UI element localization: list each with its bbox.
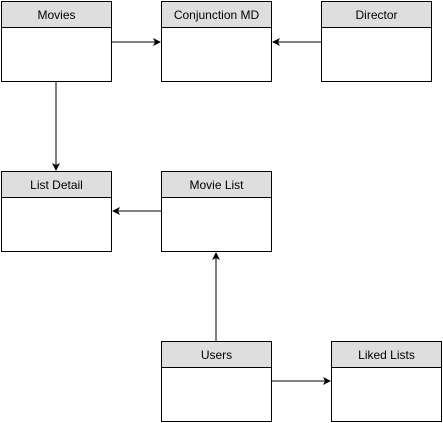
- entity-conjunction-md-body: [162, 28, 271, 81]
- entity-list-detail[interactable]: List Detail: [1, 171, 112, 252]
- entity-liked-lists-title: Liked Lists: [332, 342, 441, 368]
- entity-users[interactable]: Users: [161, 341, 272, 422]
- entity-movie-list-title: Movie List: [162, 172, 271, 198]
- entity-liked-lists-body: [332, 368, 441, 421]
- entity-liked-lists[interactable]: Liked Lists: [331, 341, 442, 422]
- entity-movies[interactable]: Movies: [1, 1, 112, 82]
- entity-movies-title: Movies: [2, 2, 111, 28]
- entity-conjunction-md[interactable]: Conjunction MD: [161, 1, 272, 82]
- entity-director-title: Director: [322, 2, 431, 28]
- entity-conjunction-md-title: Conjunction MD: [162, 2, 271, 28]
- entity-movie-list[interactable]: Movie List: [161, 171, 272, 252]
- entity-list-detail-body: [2, 198, 111, 251]
- entity-list-detail-title: List Detail: [2, 172, 111, 198]
- entity-users-title: Users: [162, 342, 271, 368]
- entity-users-body: [162, 368, 271, 421]
- entity-movie-list-body: [162, 198, 271, 251]
- entity-movies-body: [2, 28, 111, 81]
- entity-director[interactable]: Director: [321, 1, 432, 82]
- entity-director-body: [322, 28, 431, 81]
